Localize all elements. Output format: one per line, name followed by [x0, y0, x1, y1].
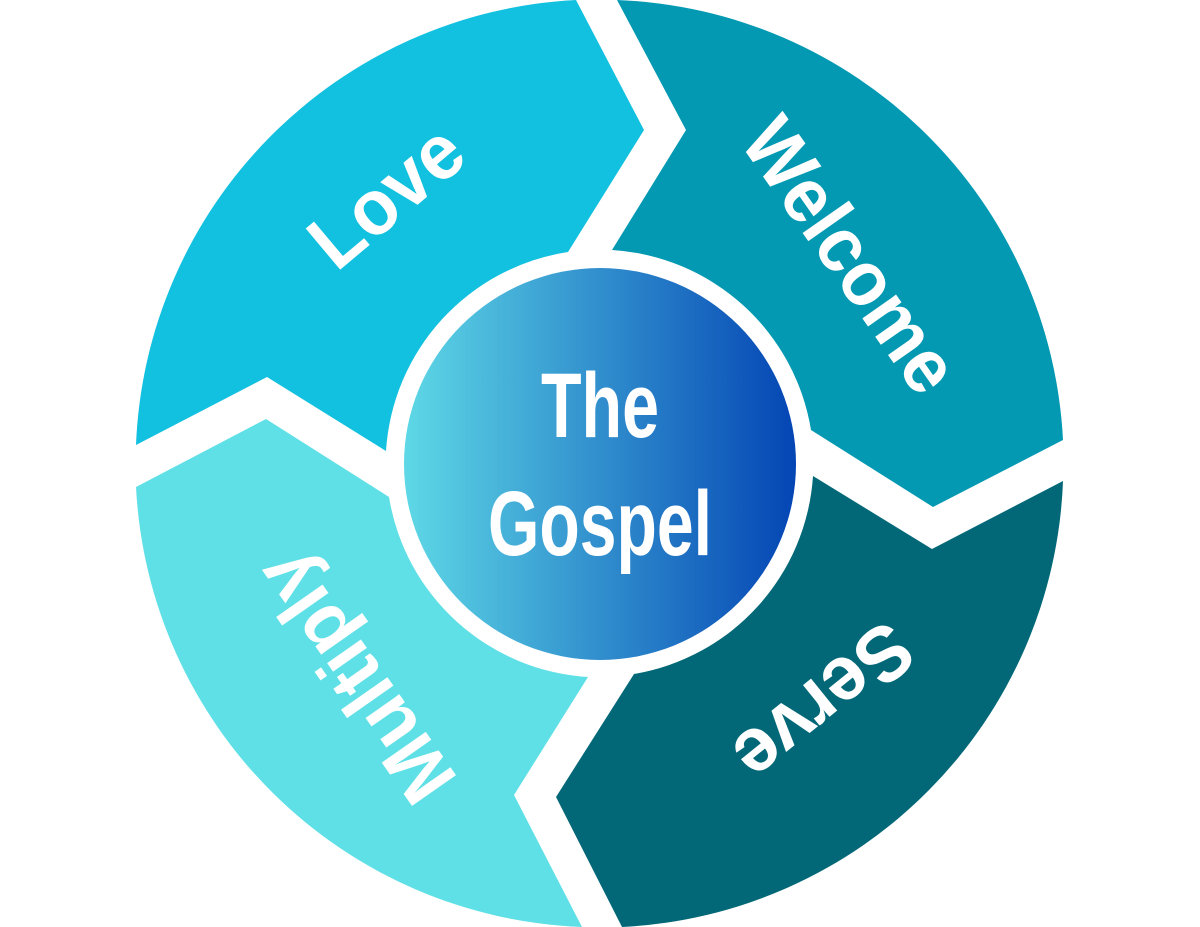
center-circle [404, 268, 796, 660]
segment-multiply [136, 419, 588, 927]
center-title-line2: Gospel [488, 473, 712, 575]
segment-welcome [612, 0, 1063, 507]
center-title-line1: The [541, 355, 659, 457]
segment-love [136, 0, 644, 451]
segment-serve [556, 476, 1063, 927]
